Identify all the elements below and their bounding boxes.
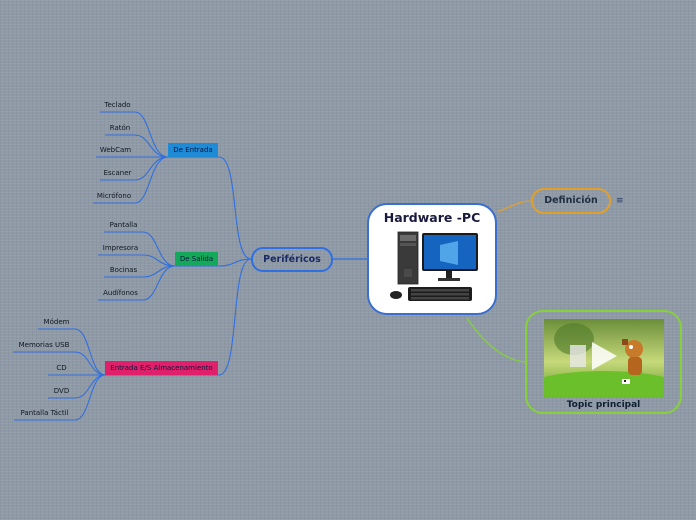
- leaf-escaner[interactable]: Escaner: [103, 169, 132, 177]
- leaf-raton[interactable]: Ratón: [109, 124, 131, 132]
- link-definicion: [496, 200, 532, 213]
- central-title: Hardware -PC: [383, 210, 481, 225]
- leaf-pantalla[interactable]: Pantalla: [109, 221, 138, 229]
- play-icon[interactable]: [590, 341, 618, 371]
- leaf-memorias-usb[interactable]: Memorias USB: [18, 341, 70, 349]
- central-topic[interactable]: Hardware -PC: [367, 203, 497, 315]
- category-entrada-es-almacenamiento[interactable]: Entrada E/S Almacenamiento: [105, 361, 218, 375]
- definicion-topic[interactable]: Definición: [531, 188, 611, 214]
- leaf-teclado[interactable]: Teclado: [104, 101, 131, 109]
- leaf-webcam[interactable]: WebCam: [99, 146, 132, 154]
- note-icon[interactable]: ≡: [616, 196, 624, 206]
- link-salida: [218, 258, 252, 267]
- leaf-impresora[interactable]: Impresora: [102, 244, 139, 252]
- character-figure: [622, 339, 643, 375]
- leaf-cd[interactable]: CD: [56, 364, 67, 372]
- link-entrada: [218, 156, 252, 260]
- category-de-entrada[interactable]: De Entrada: [168, 143, 218, 157]
- leaf-pantalla-tactil[interactable]: Pantalla Táctil: [20, 409, 69, 417]
- link-es: [218, 258, 252, 376]
- leaf-bocinas[interactable]: Bocinas: [109, 266, 138, 274]
- leaf-dvd[interactable]: DVD: [53, 387, 70, 395]
- link-topic-principal: [466, 317, 526, 363]
- leaf-audifonos[interactable]: Audífonos: [103, 289, 138, 297]
- leaf-modem[interactable]: Módem: [43, 318, 70, 326]
- category-de-salida[interactable]: De Salida: [175, 252, 218, 266]
- topic-principal-label: Topic principal: [566, 400, 641, 410]
- video-thumbnail[interactable]: [544, 319, 664, 397]
- desktop-computer-image: [390, 231, 478, 301]
- perifericos-topic[interactable]: Periféricos: [251, 247, 333, 272]
- topic-principal[interactable]: Topic principal: [525, 310, 682, 414]
- leaf-microfono[interactable]: Micrófono: [96, 192, 132, 200]
